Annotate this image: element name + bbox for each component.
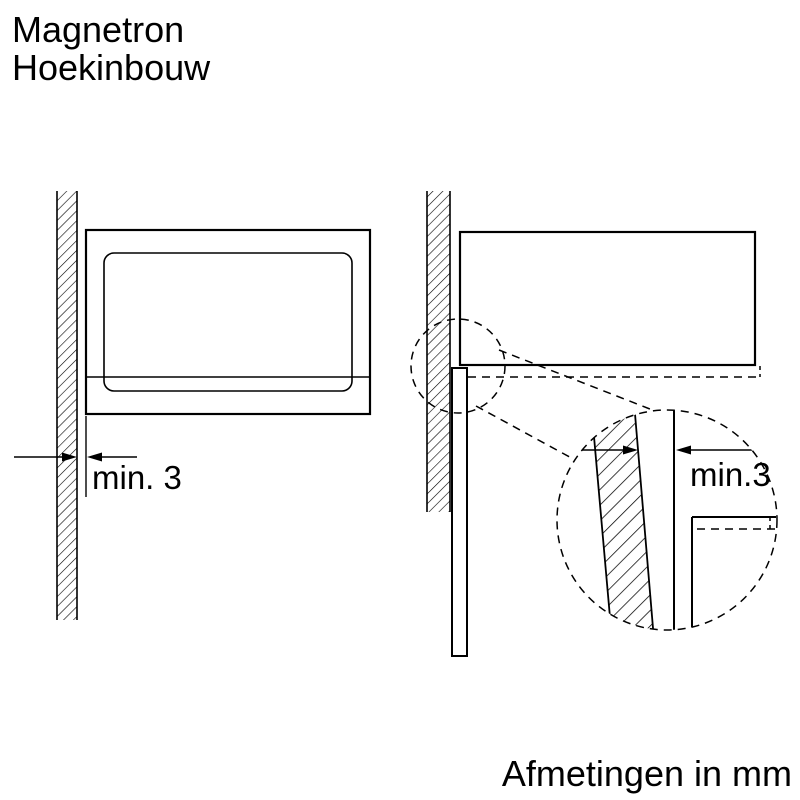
arrow-right-icon [62, 452, 77, 462]
title-line-2: Hoekinbouw [12, 47, 211, 88]
cabinet-body [458, 230, 757, 367]
detail-wall-outer-line [591, 413, 613, 630]
arrow-left-icon [87, 452, 102, 462]
detail-view-content [574, 410, 777, 630]
detail-wall-inner-line [633, 410, 655, 630]
callout-connector-lower [475, 405, 578, 462]
title-line-1: Magnetron [12, 9, 184, 50]
microwave-body [84, 228, 372, 416]
units-caption: Afmetingen in mm [502, 753, 792, 794]
wall-hatch [427, 191, 450, 512]
wall-hatch [57, 191, 77, 620]
detail-callout-circle [410, 318, 506, 414]
arrow-left-icon [676, 445, 691, 455]
arrow-right-icon [623, 445, 638, 455]
side-view-diagram: min.3 [410, 191, 778, 657]
front-view-diagram: min. 3 [14, 191, 372, 620]
microwave-door [103, 252, 353, 392]
gap-dimension-label: min. 3 [92, 459, 182, 496]
side-panel [451, 367, 468, 657]
detail-view-circle [556, 409, 778, 631]
detail-gap-dimension-label: min.3 [690, 456, 771, 493]
